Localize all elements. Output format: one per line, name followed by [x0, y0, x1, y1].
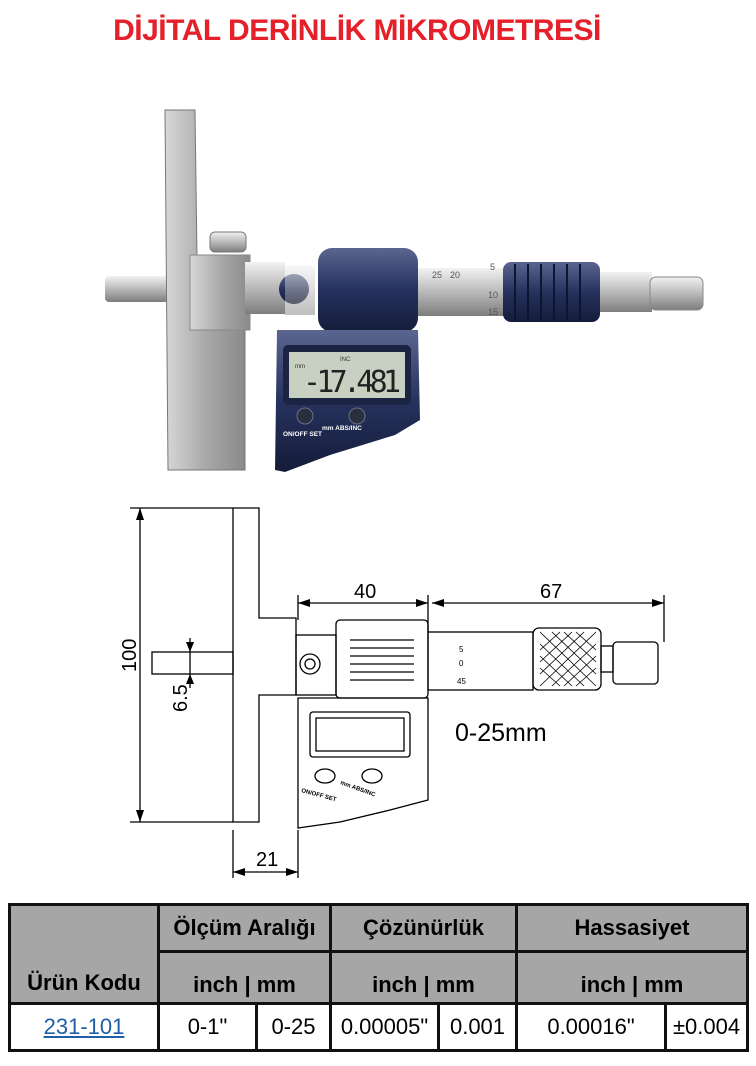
table-row: 231-101 0-1" 0-25 0.00005" 0.001 0.00016… [8, 1002, 750, 1052]
header-range: Ölçüm Aralığı [157, 903, 332, 953]
measuring-rod [105, 276, 170, 302]
abs-inc-label: mm ABS/INC [322, 425, 362, 432]
drawing-ratchet [612, 641, 659, 685]
range-label: 0-25mm [455, 719, 547, 747]
ratchet [649, 276, 704, 311]
on-off-set-label: ON/OFF SET [300, 788, 337, 803]
header-resolution-units: inch | mm [329, 950, 518, 1005]
drawing-body [335, 619, 429, 699]
body-housing [318, 248, 418, 332]
product-photo: 25 20 5 10 15 mm INC -17.481 ON/OFF SET … [105, 109, 704, 472]
header-accuracy-units: inch | mm [514, 950, 750, 1005]
thimble-mark: 25 [432, 270, 442, 280]
on-off-set-button [296, 407, 314, 425]
abs-inc-button [348, 407, 366, 425]
header-resolution: Çözünürlük [329, 903, 518, 953]
header-range-units: inch | mm [157, 950, 332, 1005]
header-accuracy: Hassasiyet [514, 903, 750, 953]
range-inch-cell: 0-1" [157, 1002, 258, 1052]
thimble-mark: 0 [459, 659, 464, 668]
accuracy-inch-cell: 0.00016" [515, 1002, 667, 1052]
display-unit: mm [295, 364, 305, 370]
dim-spindle: 67 [540, 581, 562, 603]
dim-base: 21 [256, 849, 278, 871]
lock-screw [209, 231, 247, 253]
thimble-mark: 15 [488, 307, 498, 317]
product-code-cell: 231-101 [8, 1002, 160, 1052]
dim-rod: 6.5 [170, 684, 192, 712]
sleeve [418, 268, 510, 316]
drawing-display [297, 697, 429, 829]
thimble-mark: 10 [488, 290, 498, 300]
product-code-link[interactable]: 231-101 [43, 1014, 125, 1039]
display-mode: INC [340, 357, 351, 363]
technical-drawing: 100 6.5 21 40 67 0-25mm 5 0 45 ON/OFF SE… [119, 507, 665, 878]
page-title: DİJİTAL DERİNLİK MİKROMETRESİ [113, 14, 601, 47]
dim-body: 40 [354, 581, 376, 603]
drawing-base [232, 507, 297, 823]
drawing-rod [151, 651, 234, 675]
range-mm-cell: 0-25 [255, 1002, 332, 1052]
thimble-mark: 5 [459, 645, 464, 654]
thimble-mark: 5 [490, 262, 495, 272]
on-off-set-label: ON/OFF SET [283, 431, 322, 438]
thimble-mark: 20 [450, 270, 460, 280]
accuracy-mm-cell: ±0.004 [663, 1002, 750, 1052]
resolution-mm-cell: 0.001 [437, 1002, 518, 1052]
thimble-mark: 45 [457, 677, 466, 686]
spec-table: Ürün Kodu Ölçüm Aralığı Çözünürlük Hassa… [8, 903, 750, 1052]
dim-height: 100 [119, 639, 141, 672]
resolution-inch-cell: 0.00005" [329, 1002, 440, 1052]
header-product-code: Ürün Kodu [8, 903, 160, 1005]
display-reading: -17.481 [303, 365, 401, 400]
